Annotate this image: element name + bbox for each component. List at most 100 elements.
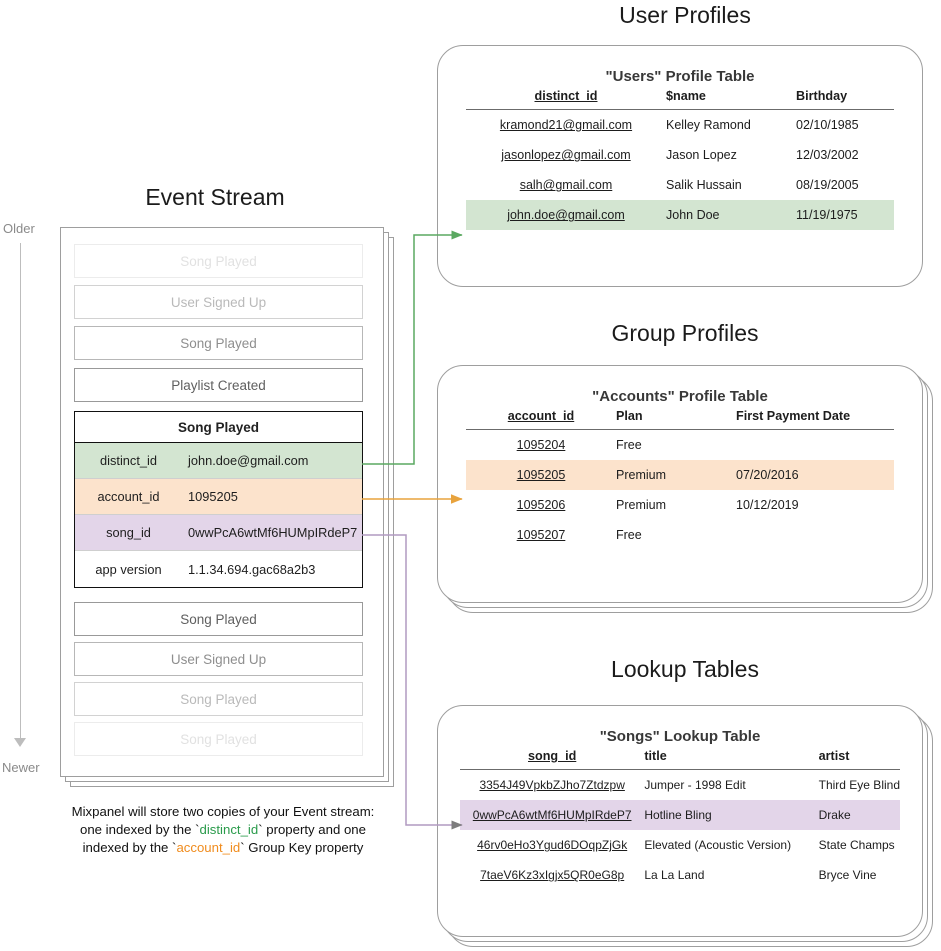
cell-account-id: 1095204 <box>516 438 566 453</box>
diagram-caption: Mixpanel will store two copies of your E… <box>28 803 418 858</box>
caption-token-distinct-id: distinct_id <box>199 822 259 838</box>
cell-distinct-id: kramond21@gmail.com <box>499 118 633 133</box>
cell-song-id: 7taeV6Kz3xIgjx5QR0eG8p <box>480 868 625 883</box>
cell-distinct-id: john.doe@gmail.com <box>466 200 666 231</box>
cell-birthday: 02/10/1985 <box>796 118 859 133</box>
cell-title: La La Land <box>644 868 705 883</box>
table-header-row: account_id Plan First Payment Date <box>466 405 894 429</box>
property-value: 1095205 <box>188 489 238 504</box>
event-row-label: Song Played <box>180 611 257 627</box>
cell-distinct-id: salh@gmail.com <box>519 178 613 193</box>
table-row[interactable]: 3354J49VpkbZJho7Ztdzpw Jumper - 1998 Edi… <box>460 770 900 800</box>
event-row-label: User Signed Up <box>170 294 267 310</box>
column-header-artist: artist <box>818 749 850 763</box>
table-row-highlighted[interactable]: john.doe@gmail.com John Doe 11/19/1975 <box>466 200 894 231</box>
cell-birthday: 08/19/2005 <box>796 178 859 193</box>
property-key: app version <box>95 561 162 577</box>
expanded-event-card[interactable]: Song Played distinct_id john.doe@gmail.c… <box>74 411 363 588</box>
cell-name: Salik Hussain <box>666 178 742 193</box>
caption-token-account-id: account_id <box>176 840 241 856</box>
users-profile-table: distinct_id $name Birthday kramond21@gma… <box>466 85 894 231</box>
accounts-profile-table: account_id Plan First Payment Date 10952… <box>466 405 894 550</box>
property-key: song_id <box>106 525 151 540</box>
cell-first-payment-date: 07/20/2016 <box>736 460 894 491</box>
cell-plan: Free <box>616 528 642 543</box>
event-row-label: Song Played <box>180 691 257 707</box>
column-header-birthday: Birthday <box>796 89 848 103</box>
column-header-name: $name <box>666 89 706 103</box>
event-row[interactable]: Song Played <box>74 602 363 636</box>
section-title-lookup-tables: Lookup Tables <box>611 656 759 682</box>
section-title-event-stream: Event Stream <box>145 184 285 210</box>
cell-birthday: 12/03/2002 <box>796 148 859 163</box>
table-row[interactable]: 1095204 Free <box>466 430 894 460</box>
table-row[interactable]: 7taeV6Kz3xIgjx5QR0eG8p La La Land Bryce … <box>460 860 900 890</box>
column-header-account-id: account_id <box>507 409 575 423</box>
event-row[interactable]: Playlist Created <box>74 368 363 402</box>
table-header-row: distinct_id $name Birthday <box>466 85 894 109</box>
axis-label-newer: Newer <box>2 760 40 775</box>
table-row[interactable]: salh@gmail.com Salik Hussain 08/19/2005 <box>466 170 894 200</box>
event-row[interactable]: User Signed Up <box>74 642 363 676</box>
accounts-profile-table-card: "Accounts" Profile Table account_id Plan… <box>437 365 923 603</box>
event-property-app-version: app version 1.1.34.694.gac68a2b3 <box>75 551 362 587</box>
time-axis-arrow-icon <box>14 738 26 747</box>
table-row-highlighted[interactable]: 1095205 Premium 07/20/2016 <box>466 460 894 491</box>
property-value: john.doe@gmail.com <box>188 453 309 468</box>
cell-song-id: 46rv0eHo3Ygud6DOqpZjGk <box>477 838 628 853</box>
event-row[interactable]: Song Played <box>74 722 363 756</box>
table-row-highlighted[interactable]: 0wwPcA6wtMf6HUMpIRdeP7 Hotline Bling Dra… <box>460 800 900 831</box>
event-row-label: Song Played <box>180 253 257 269</box>
cell-artist: Third Eye Blind <box>818 778 900 793</box>
section-title-group-profiles: Group Profiles <box>611 320 759 346</box>
caption-line-2-post: ` property and one <box>258 822 366 838</box>
event-property-song-id: song_id 0wwPcA6wtMf6HUMpIRdeP7 <box>75 515 362 551</box>
event-row[interactable]: User Signed Up <box>74 285 363 319</box>
axis-label-older: Older <box>3 221 35 236</box>
songs-table-title: "Songs" Lookup Table <box>599 728 761 745</box>
event-row[interactable]: Song Played <box>74 244 363 278</box>
column-header-plan: Plan <box>616 409 643 423</box>
header-rule <box>460 769 900 771</box>
cell-plan: Free <box>616 438 642 453</box>
caption-line-1: Mixpanel will store two copies of your E… <box>71 804 375 819</box>
section-title-user-profiles: User Profiles <box>619 2 751 28</box>
cell-artist: Drake <box>818 800 900 831</box>
event-row-label: Playlist Created <box>171 377 266 393</box>
column-header-title: title <box>644 749 667 763</box>
header-rule <box>466 429 894 431</box>
table-row[interactable]: kramond21@gmail.com Kelley Ramond 02/10/… <box>466 110 894 140</box>
caption-line-2-pre: one indexed by the ` <box>80 822 200 838</box>
cell-distinct-id: jasonlopez@gmail.com <box>501 148 631 163</box>
cell-song-id: 3354J49VpkbZJho7Ztdzpw <box>479 778 625 793</box>
event-row[interactable]: Song Played <box>74 326 363 360</box>
users-profile-table-card: "Users" Profile Table distinct_id $name … <box>437 45 923 287</box>
property-value: 0wwPcA6wtMf6HUMpIRdeP7 <box>188 525 358 540</box>
cell-first-payment-date: 10/12/2019 <box>736 498 799 513</box>
songs-lookup-table: song_id title artist 3354J49VpkbZJho7Ztd… <box>460 745 900 890</box>
table-row[interactable]: 46rv0eHo3Ygud6DOqpZjGk Elevated (Acousti… <box>460 830 900 860</box>
accounts-table-title: "Accounts" Profile Table <box>592 388 768 405</box>
table-row[interactable]: 1095207 Free <box>466 520 894 550</box>
event-row-label: Song Played <box>180 335 257 351</box>
cell-title: Hotline Bling <box>644 800 819 831</box>
table-row[interactable]: jasonlopez@gmail.com Jason Lopez 12/03/2… <box>466 140 894 170</box>
property-value: 1.1.34.694.gac68a2b3 <box>188 561 316 577</box>
cell-title: Elevated (Acoustic Version) <box>644 838 792 853</box>
cell-plan: Premium <box>616 498 667 513</box>
header-rule <box>466 109 894 111</box>
songs-lookup-table-card: "Songs" Lookup Table song_id title artis… <box>437 705 923 937</box>
property-key: account_id <box>97 489 160 504</box>
cell-first-payment-date <box>736 430 894 460</box>
event-row[interactable]: Song Played <box>74 682 363 716</box>
cell-artist: State Champs <box>818 838 895 853</box>
cell-artist: Bryce Vine <box>818 868 877 883</box>
cell-birthday: 11/19/1975 <box>796 200 894 231</box>
event-property-distinct-id: distinct_id john.doe@gmail.com <box>75 443 362 479</box>
column-header-song-id: song_id <box>528 749 577 763</box>
event-row-label: Song Played <box>180 731 257 747</box>
cell-name: Jason Lopez <box>666 148 737 163</box>
cell-plan: Premium <box>616 460 736 491</box>
table-row[interactable]: 1095206 Premium 10/12/2019 <box>466 490 894 520</box>
